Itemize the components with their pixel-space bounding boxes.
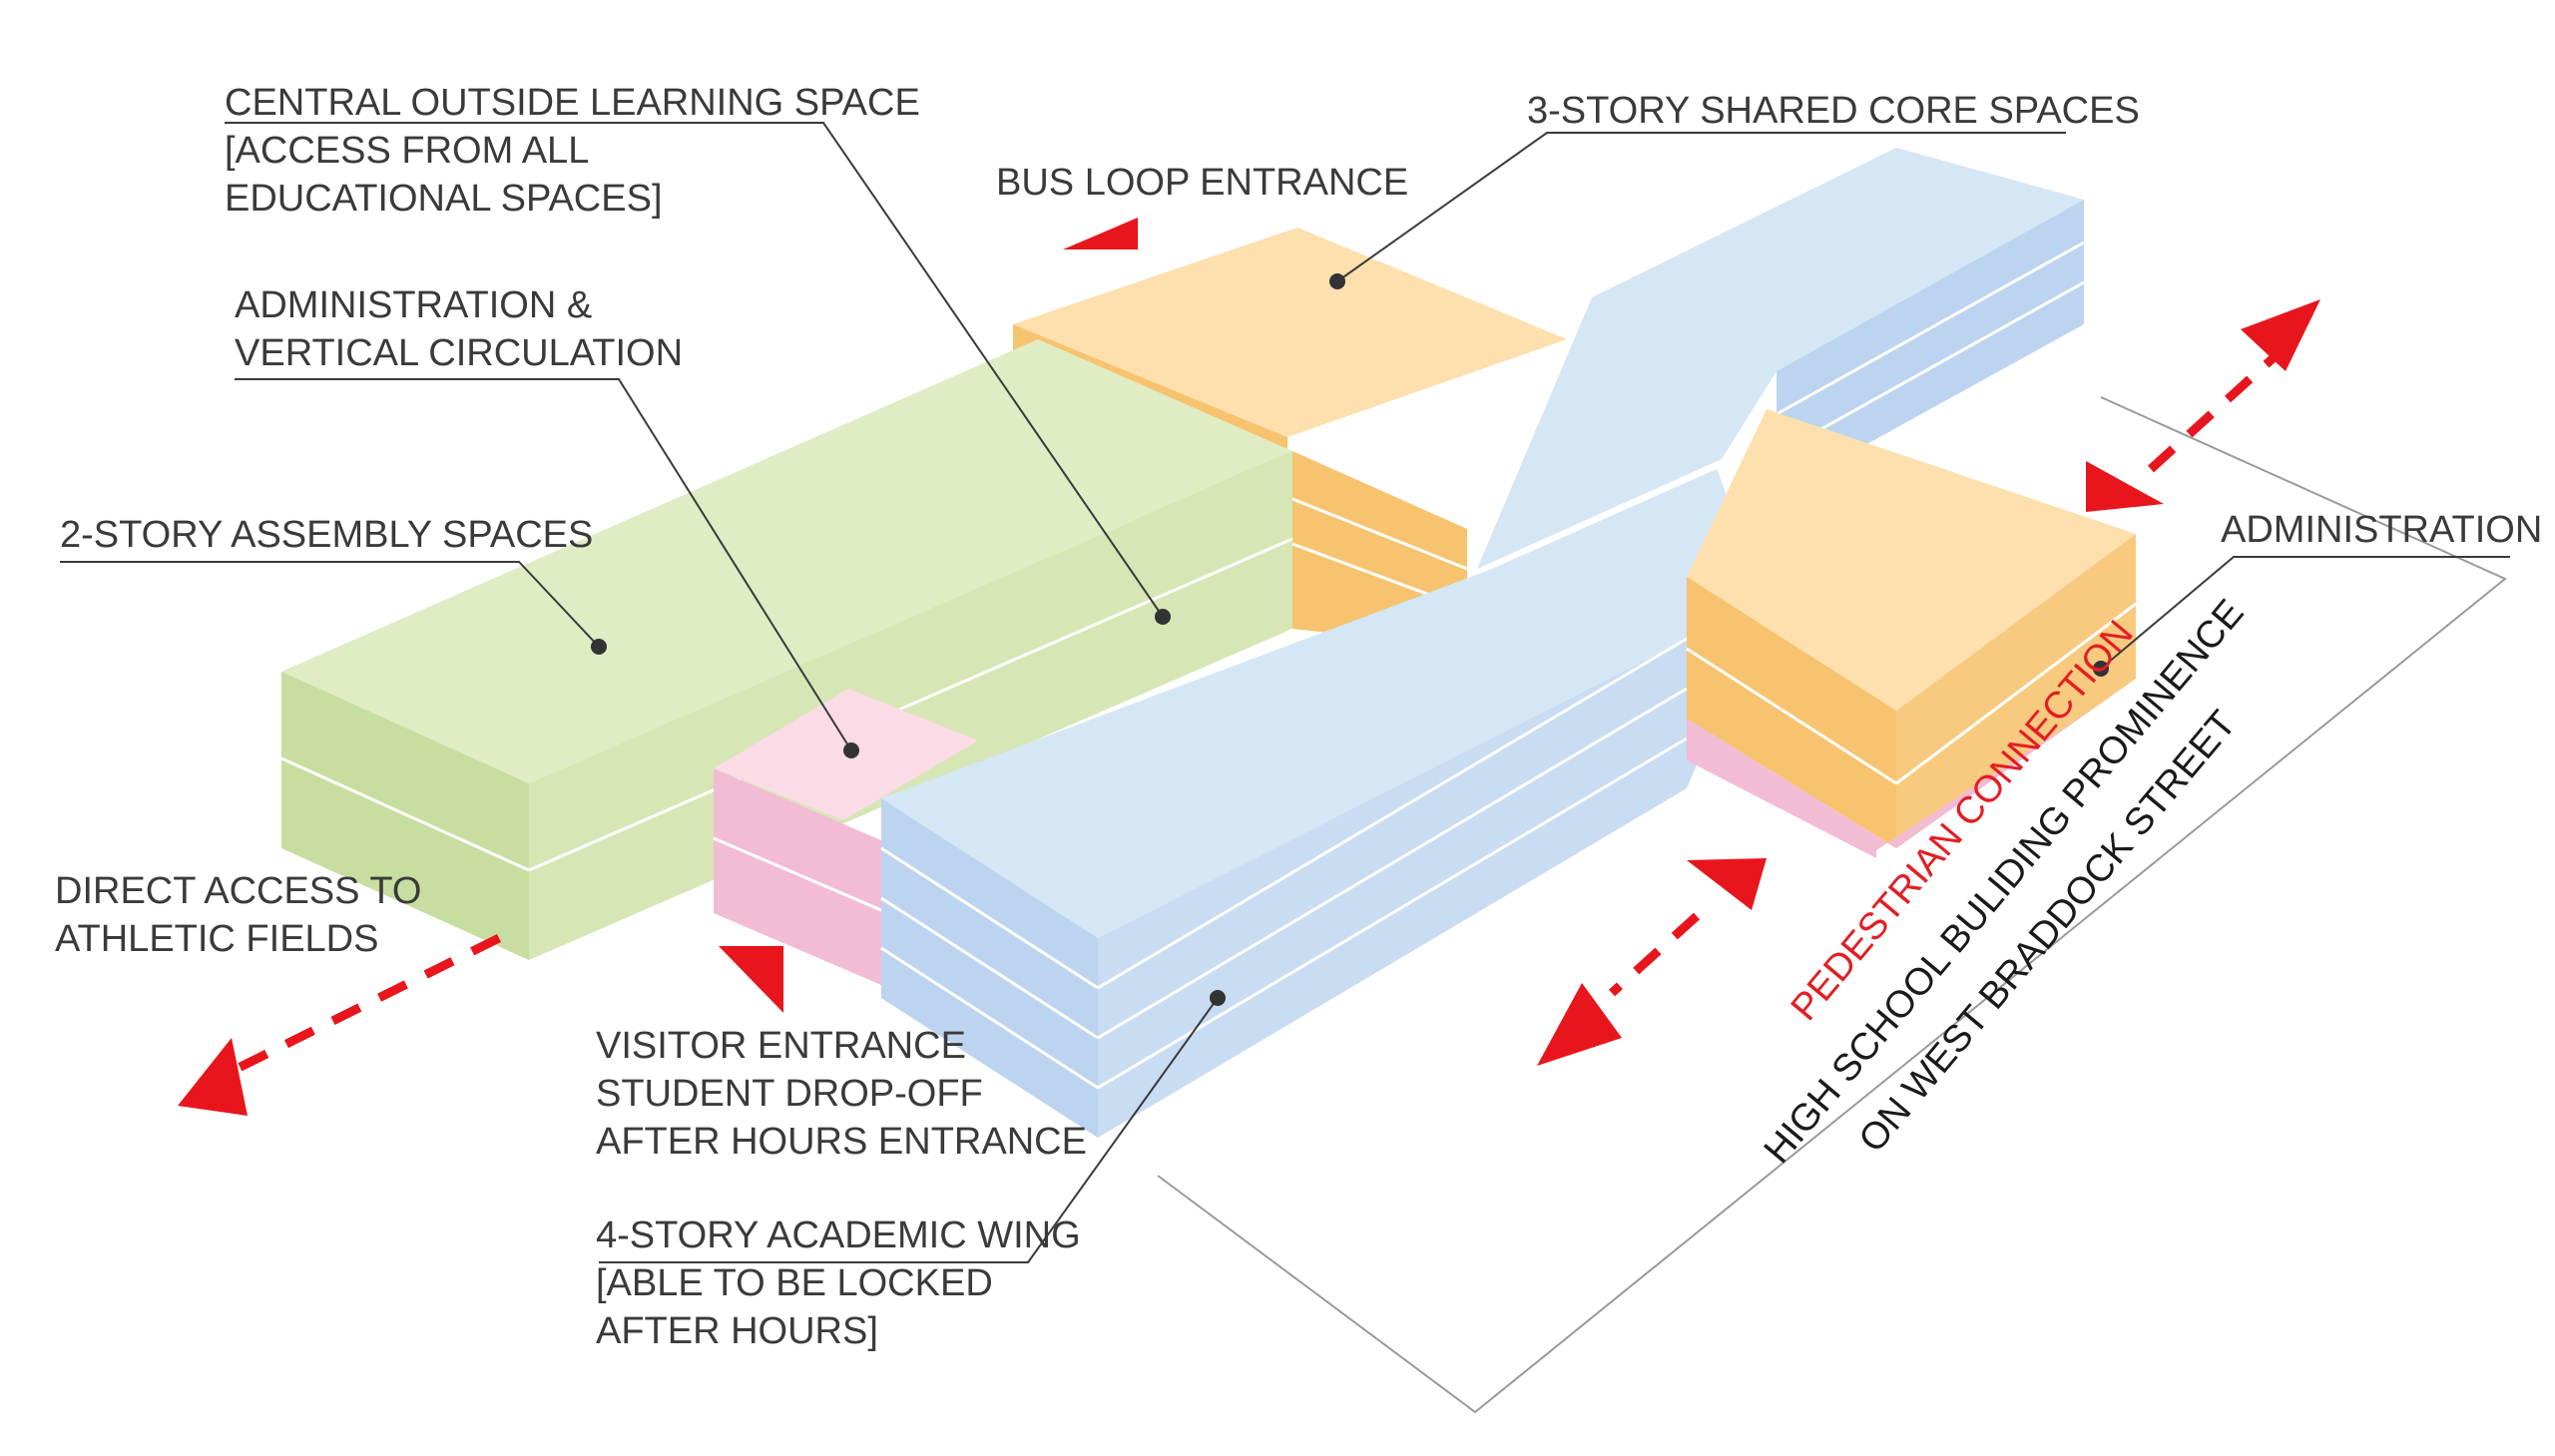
- label-visitor-line1: VISITOR ENTRANCE: [596, 1025, 966, 1067]
- label-bus-loop: BUS LOOP ENTRANCE: [996, 162, 1408, 204]
- athletic-access-arrow: [178, 933, 502, 1116]
- label-shared-core-line1: 3-STORY SHARED CORE SPACES: [1527, 90, 2140, 132]
- label-visitor-line3: AFTER HOURS ENTRANCE: [596, 1121, 1087, 1163]
- label-central-outside-line2: [ACCESS FROM ALL: [225, 130, 588, 172]
- label-academic: 4-STORY ACADEMIC WING [ABLE TO BE LOCKED…: [596, 1214, 1091, 1352]
- label-academic-line2: [ABLE TO BE LOCKED: [596, 1262, 993, 1304]
- label-athletic-line2: ATHLETIC FIELDS: [55, 918, 378, 960]
- leader-central-outside: [225, 122, 1171, 625]
- label-administration: ADMINISTRATION: [2221, 509, 2542, 551]
- pedestrian-arrow-northeast: [2086, 299, 2320, 512]
- site-outline: [1157, 396, 2507, 1414]
- label-assembly: 2-STORY ASSEMBLY SPACES: [60, 514, 593, 556]
- label-shared-core: 3-STORY SHARED CORE SPACES: [1527, 90, 2140, 132]
- pedestrian-arrow-southwest: [1537, 858, 1767, 1066]
- blue-academic-wing: [880, 469, 1767, 1138]
- label-academic-line3: AFTER HOURS]: [596, 1310, 878, 1352]
- leader-assembly: [60, 561, 607, 655]
- label-assembly-line1: 2-STORY ASSEMBLY SPACES: [60, 514, 593, 556]
- label-central-outside-line1: CENTRAL OUTSIDE LEARNING SPACE: [225, 82, 920, 124]
- label-admin-vertical: ADMINISTRATION & VERTICAL CIRCULATION: [235, 284, 683, 374]
- label-central-outside: CENTRAL OUTSIDE LEARNING SPACE [ACCESS F…: [225, 82, 930, 220]
- label-visitor: VISITOR ENTRANCE STUDENT DROP-OFF AFTER …: [596, 1025, 1087, 1163]
- leader-shared-core: [1329, 132, 2066, 289]
- bus-loop-arrow: [1063, 218, 1138, 249]
- label-athletic: DIRECT ACCESS TO ATHLETIC FIELDS: [55, 870, 432, 960]
- label-athletic-line1: DIRECT ACCESS TO: [55, 870, 421, 912]
- visitor-entrance-arrow: [719, 946, 783, 1013]
- label-admin-vertical-line2: VERTICAL CIRCULATION: [235, 332, 683, 374]
- leader-academic: [599, 990, 1226, 1263]
- leader-administration: [2093, 556, 2510, 677]
- label-bus-loop-line1: BUS LOOP ENTRANCE: [996, 162, 1408, 204]
- label-administration-line1: ADMINISTRATION: [2221, 509, 2542, 551]
- label-academic-line1: 4-STORY ACADEMIC WING: [596, 1214, 1081, 1256]
- leader-admin-vertical: [235, 378, 859, 758]
- label-admin-vertical-line1: ADMINISTRATION &: [235, 284, 592, 326]
- orange-admin-block-front: [1686, 409, 2137, 858]
- label-visitor-line2: STUDENT DROP-OFF: [596, 1073, 983, 1115]
- blue-shared-core: [1477, 148, 2085, 569]
- label-central-outside-line3: EDUCATIONAL SPACES]: [225, 178, 663, 220]
